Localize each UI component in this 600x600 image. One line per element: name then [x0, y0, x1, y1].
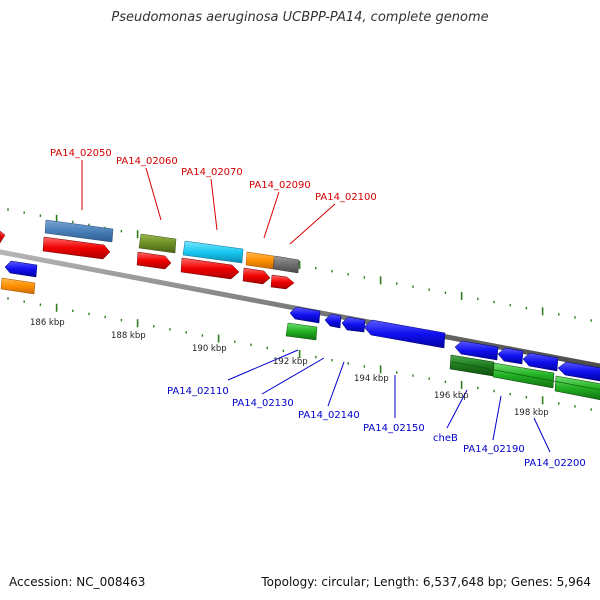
gene-label[interactable]: PA14_02190 [463, 444, 525, 455]
gene-label[interactable]: PA14_02100 [315, 192, 377, 203]
gene-arrow[interactable] [454, 340, 499, 361]
leader-line [327, 361, 345, 407]
gene-PA14_02090[interactable] [245, 251, 275, 270]
label-leaders [81, 160, 551, 453]
gene-PA14_02100[interactable] [272, 255, 300, 274]
gene-label[interactable]: PA14_02130 [232, 398, 294, 409]
gene-label[interactable]: PA14_02150 [363, 423, 425, 434]
leader-line [446, 389, 468, 429]
gene-label[interactable]: PA14_02090 [249, 180, 311, 191]
gene-arrow[interactable] [522, 352, 559, 372]
scale-label: 198 kbp [514, 408, 549, 418]
gene-arrow[interactable] [497, 347, 524, 365]
scale-label: 192 kbp [273, 357, 308, 367]
leader-line [289, 203, 336, 245]
leader-line [533, 417, 551, 453]
gene-label[interactable]: PA14_02050 [50, 148, 112, 159]
gene-arrow[interactable] [557, 361, 600, 382]
gene-PA14_02050[interactable] [44, 219, 114, 243]
gene-PA14_02060[interactable] [138, 233, 177, 254]
leader-line [263, 191, 280, 239]
scale-labels: 186 kbp 188 kbp 190 kbp 192 kbp 194 kbp … [30, 318, 549, 418]
gene-label[interactable]: PA14_02060 [116, 156, 178, 167]
gene-PA14_02150[interactable] [363, 319, 446, 349]
gene-stripe [451, 361, 600, 391]
leader-line [145, 167, 162, 221]
forward-strand-genes [0, 219, 300, 290]
genome-summary-text: Topology: circular; Length: 6,537,648 bp… [261, 575, 591, 589]
gene-label[interactable]: PA14_02070 [181, 167, 243, 178]
gene-label[interactable]: PA14_02110 [167, 386, 229, 397]
leader-line [227, 349, 299, 381]
gene-arrow[interactable] [136, 251, 172, 270]
gene-block[interactable] [0, 277, 36, 295]
accession-text: Accession: NC_008463 [9, 575, 146, 589]
lower-tick-row [7, 297, 592, 411]
gene-arrow[interactable] [4, 260, 38, 278]
gene-PA14_02110[interactable] [289, 306, 321, 324]
gene-label[interactable]: PA14_02200 [524, 458, 586, 469]
upper-tick-row [7, 208, 592, 322]
gene-label[interactable]: PA14_02140 [298, 410, 360, 421]
leader-line [492, 395, 502, 441]
leader-line [261, 357, 325, 395]
gene-arrow[interactable] [242, 267, 271, 285]
reverse-strand-genes [0, 260, 600, 401]
gene-label[interactable]: cheB [433, 433, 458, 444]
scale-label: 190 kbp [192, 344, 227, 354]
gene-arrow[interactable] [0, 230, 6, 244]
leader-line [210, 178, 218, 231]
scale-label: 186 kbp [30, 318, 65, 328]
genome-title: Pseudomonas aeruginosa UCBPP-PA14, compl… [111, 10, 489, 25]
gene-block[interactable] [285, 322, 318, 341]
scale-label: 188 kbp [111, 331, 146, 341]
reverse-gene-labels: PA14_02110 PA14_02130 PA14_02140 PA14_02… [167, 386, 586, 469]
scale-label: 194 kbp [354, 374, 389, 384]
gene-arrow[interactable] [42, 236, 111, 260]
forward-gene-labels: PA14_02050 PA14_02060 PA14_02070 PA14_02… [50, 148, 377, 203]
gene-PA14_02070[interactable] [182, 240, 244, 264]
gene-PA14_02140[interactable] [341, 316, 366, 333]
gene-arrow[interactable] [180, 257, 240, 280]
scale-label: 196 kbp [434, 391, 469, 401]
gene-arrow[interactable] [270, 274, 295, 290]
gene-PA14_02200[interactable] [554, 375, 600, 401]
gene-PA14_02130[interactable] [324, 313, 342, 329]
